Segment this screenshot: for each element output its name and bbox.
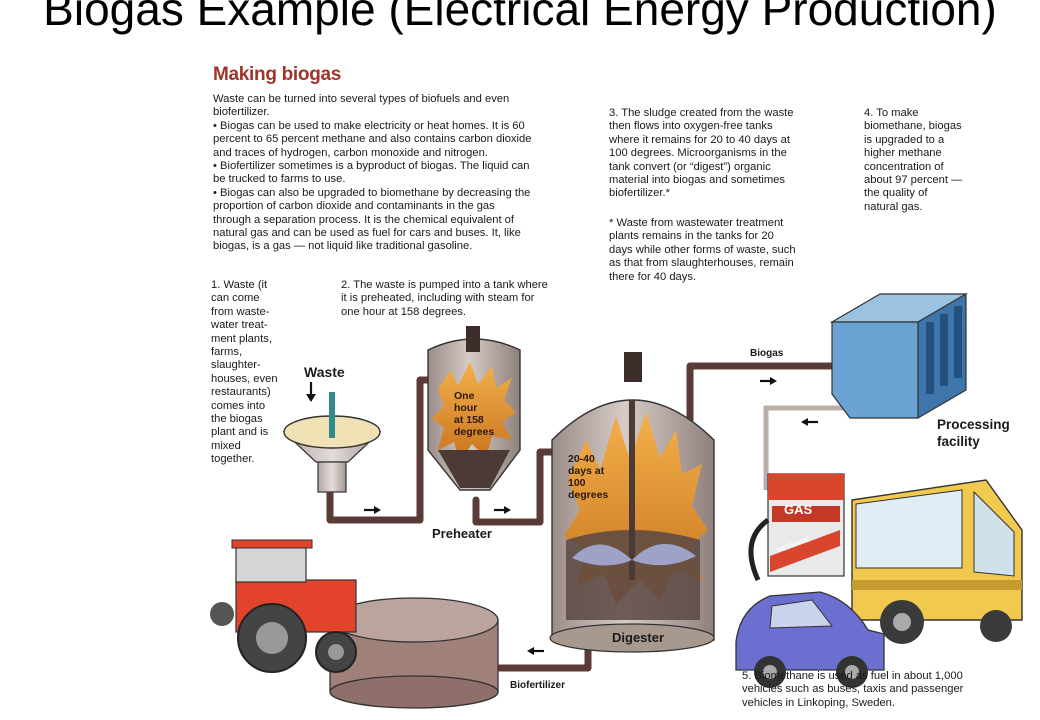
step-5-text: 5. Biomethane is used as fuel in about 1…: [742, 670, 964, 709]
biogas-figure: Making biogas Waste can be turned into s…: [0, 60, 1040, 720]
biogas-label: Biogas: [750, 348, 784, 359]
illustration: [210, 292, 1023, 709]
pipe-preheater-to-digester: [472, 448, 564, 526]
preheater-label: Preheater: [432, 526, 492, 541]
step-4-text: 4. To make biomethane, biogas is upgrade…: [864, 107, 963, 213]
car: [735, 591, 885, 688]
step-2-text: 2. The waste is pumped into a tank where…: [341, 279, 548, 318]
tractor: [210, 539, 357, 673]
biofertilizer-tank: [329, 597, 499, 709]
digester-note: 20-40 days at 100 degrees: [568, 453, 609, 501]
arrow-right-icon: [364, 506, 381, 514]
arrow-left-icon: [527, 647, 544, 655]
biofertilizer-label: Biofertilizer: [510, 680, 566, 691]
arrow-left-icon: [801, 418, 818, 426]
intro-text: Waste can be turned into several types o…: [213, 93, 532, 253]
pipe-waste-to-preheater: [326, 376, 432, 524]
pump-gas-label: GAS: [784, 502, 813, 517]
digester-tank: [549, 352, 715, 653]
bus: [851, 479, 1023, 644]
processing-facility-label: Processing facility: [937, 417, 1010, 449]
waste-label: Waste: [304, 364, 345, 380]
fuel-pump: [748, 473, 845, 582]
waste-bowl: [282, 392, 382, 493]
arrow-down-icon: [306, 382, 316, 402]
step-1-text: 1. Waste (it can come from waste- water …: [211, 279, 278, 466]
figure-heading: Making biogas: [213, 64, 342, 85]
preheater-tank: [427, 326, 521, 491]
footnote-text: * Waste from wastewater treatment plants…: [609, 217, 796, 283]
preheater-note: One hour at 158 degrees: [454, 390, 495, 438]
slide-title: Biogas Example (Electrical Energy Produc…: [43, 0, 997, 35]
processing-facility: [829, 292, 969, 420]
digester-label: Digester: [612, 630, 665, 645]
flow-arrows: [306, 377, 818, 655]
pipe-return: [763, 405, 846, 490]
arrow-right-icon: [760, 377, 777, 385]
pipe-biogas: [686, 362, 844, 424]
step-3-text: 3. The sludge created from the waste the…: [609, 107, 794, 200]
arrow-right-icon: [494, 506, 511, 514]
